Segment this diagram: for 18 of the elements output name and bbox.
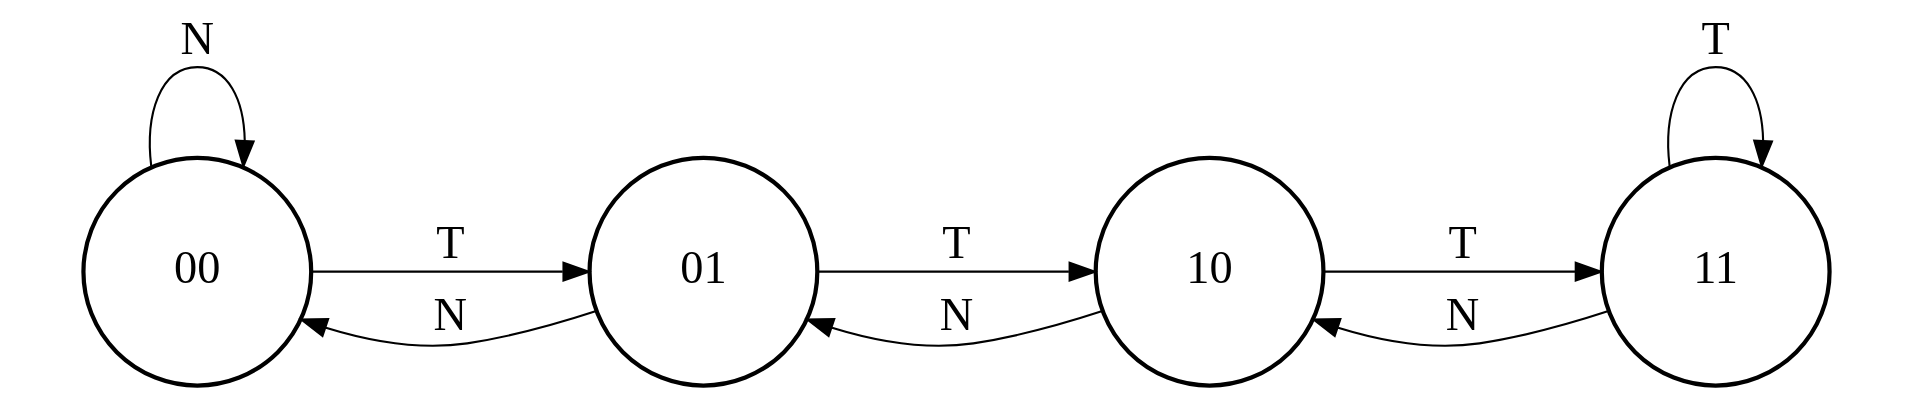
arrow <box>817 261 1099 282</box>
arrow <box>804 310 1103 347</box>
edge-label: T <box>1448 217 1477 269</box>
arrow <box>298 310 597 347</box>
arrow <box>311 261 592 282</box>
node-circle: 10 <box>1093 155 1326 388</box>
node-circle: 00 <box>81 155 314 388</box>
edge-label: N <box>433 288 468 340</box>
arrow <box>1323 261 1605 282</box>
node-circle: 01 <box>587 155 820 388</box>
edge-label: N <box>1445 288 1480 340</box>
arrow <box>1310 310 1609 347</box>
node-circle: 11 <box>1599 155 1832 388</box>
edge-label: T <box>942 217 971 269</box>
edge-label: N <box>939 288 974 340</box>
edge-label: N <box>180 12 215 64</box>
edge-label: T <box>436 217 465 269</box>
edge-label: T <box>1701 12 1730 64</box>
